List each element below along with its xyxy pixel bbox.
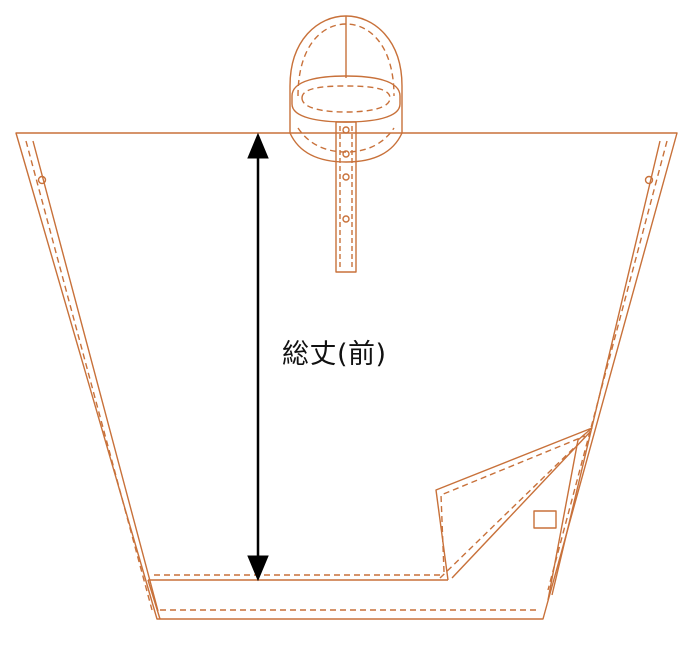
arrow-down-icon: [247, 555, 269, 582]
measurement-arrow: [247, 132, 269, 582]
arrow-up-icon: [247, 132, 269, 159]
hem-band: [147, 579, 448, 620]
neck-band: [289, 132, 403, 163]
snap-button-icon: [342, 126, 350, 134]
folded-flap-fold-line: [451, 431, 591, 579]
measurement-label: 総丈(前): [282, 339, 387, 370]
folded-flap-outline: [435, 427, 593, 601]
poncho-body-stitch: [25, 140, 668, 611]
snap-button-icon: [342, 150, 350, 158]
snap-button-icon: [342, 173, 350, 181]
folded-flap-stitch: [439, 435, 586, 579]
front-placket-stitch: [339, 126, 353, 268]
neck-band-stitch: [297, 127, 395, 153]
hem-band-stitch: [154, 574, 538, 611]
poncho-body-outline: [15, 132, 678, 620]
hood-inner-stitch: [297, 23, 395, 97]
eyelet-icon-right: [644, 175, 654, 185]
snap-button-icon: [342, 215, 350, 223]
eyelet-icon-left: [37, 175, 47, 185]
hood-opening-inner: [301, 85, 391, 113]
poncho-body-inner-edge: [32, 140, 661, 612]
flap-tab: [533, 510, 557, 529]
hood-opening: [291, 75, 401, 123]
front-placket: [335, 121, 357, 273]
